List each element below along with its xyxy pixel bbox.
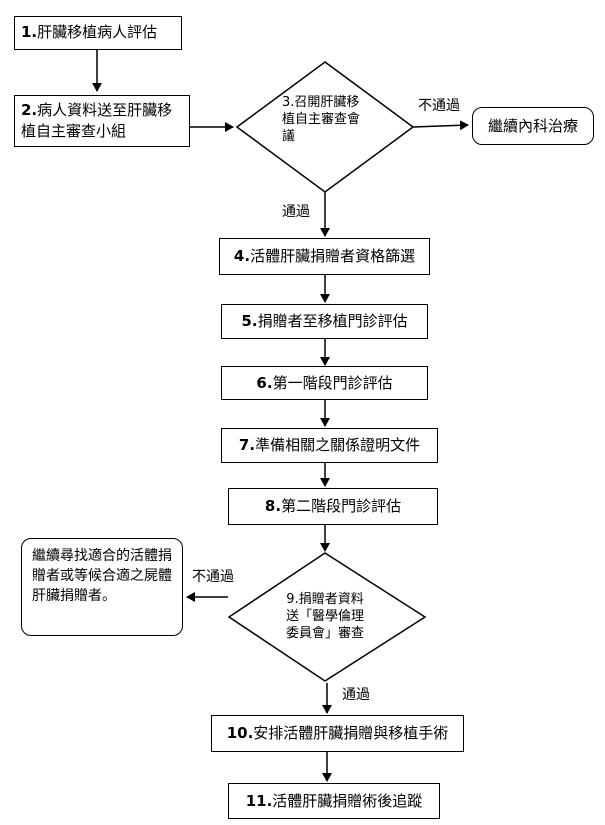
step-2-text: 病人資料送至肝臟移植自主審查小組	[21, 101, 173, 140]
edge-label-pass-1: 通過	[282, 204, 310, 220]
step-3-number: 3.	[282, 95, 295, 110]
step-10-box: 10.安排活體肝臟捐贈與移植手術	[211, 715, 464, 752]
step-6-text: 第一階段門診評估	[272, 373, 393, 392]
step-4-text: 活體肝臟捐贈者資格篩選	[250, 247, 416, 265]
outcome-find-other-donor-text: 繼續尋找適合的活體捐贈者或等候合適之屍體肝臟捐贈者。	[32, 548, 172, 604]
step-4-number: 4.	[233, 247, 251, 265]
step-10-number: 10.	[226, 724, 254, 742]
step-5-text: 捐贈者至移植門診評估	[257, 312, 408, 330]
outcome-medical-treatment-text: 繼續內科治療	[487, 116, 578, 135]
edge-label-fail-2: 不通過	[192, 569, 234, 585]
outcome-medical-treatment: 繼續內科治療	[472, 107, 594, 145]
edge-label-fail-1: 不通過	[418, 98, 460, 114]
outcome-find-other-donor: 繼續尋找適合的活體捐贈者或等候合適之屍體肝臟捐贈者。	[21, 538, 183, 636]
step-1-box: 1.肝臟移植病人評估	[14, 16, 182, 50]
step-3-text-wrap: 3.召開肝臟移植自主審查會議	[282, 94, 366, 145]
decision-diamond-3	[235, 61, 415, 193]
step-10-text: 安排活體肝臟捐贈與移植手術	[253, 724, 449, 742]
step-7-number: 7.	[238, 436, 256, 454]
step-2-box: 2.病人資料送至肝臟移植自主審查小組	[14, 95, 190, 147]
step-11-text: 活體肝臟捐贈術後追蹤	[272, 791, 423, 810]
step-2-number: 2.	[21, 101, 38, 119]
step-6-number: 6.	[256, 373, 273, 392]
step-1-text: 肝臟移植病人評估	[37, 23, 158, 41]
step-5-box: 5.捐贈者至移植門診評估	[221, 304, 428, 339]
step-7-box: 7.準備相關之關係證明文件	[221, 428, 438, 463]
step-9-number: 9.	[286, 592, 299, 607]
step-1-number: 1.	[21, 23, 38, 41]
step-8-text: 第二階段門診評估	[281, 497, 402, 515]
decision-diamond-9	[227, 552, 427, 682]
step-8-box: 8.第二階段門診評估	[228, 488, 438, 525]
step-3-text: 召開肝臟移植自主審查會議	[282, 95, 361, 144]
step-9-text-wrap: 9.捐贈者資料送「醫學倫理委員會」審查	[282, 591, 368, 642]
step-6-box: 6.第一階段門診評估	[221, 366, 428, 400]
edge-label-pass-2: 通過	[342, 687, 370, 703]
step-8-number: 8.	[264, 497, 282, 515]
step-9-text: 捐贈者資料送「醫學倫理委員會」審查	[285, 592, 364, 641]
step-4-box: 4.活體肝臟捐贈者資格篩選	[219, 238, 430, 275]
step-7-text: 準備相關之關係證明文件	[255, 436, 421, 454]
arrow-3-fail	[412, 120, 469, 131]
step-11-box: 11.活體肝臟捐贈術後追蹤	[228, 783, 440, 819]
step-5-number: 5.	[241, 312, 258, 330]
step-11-number: 11.	[245, 791, 273, 810]
